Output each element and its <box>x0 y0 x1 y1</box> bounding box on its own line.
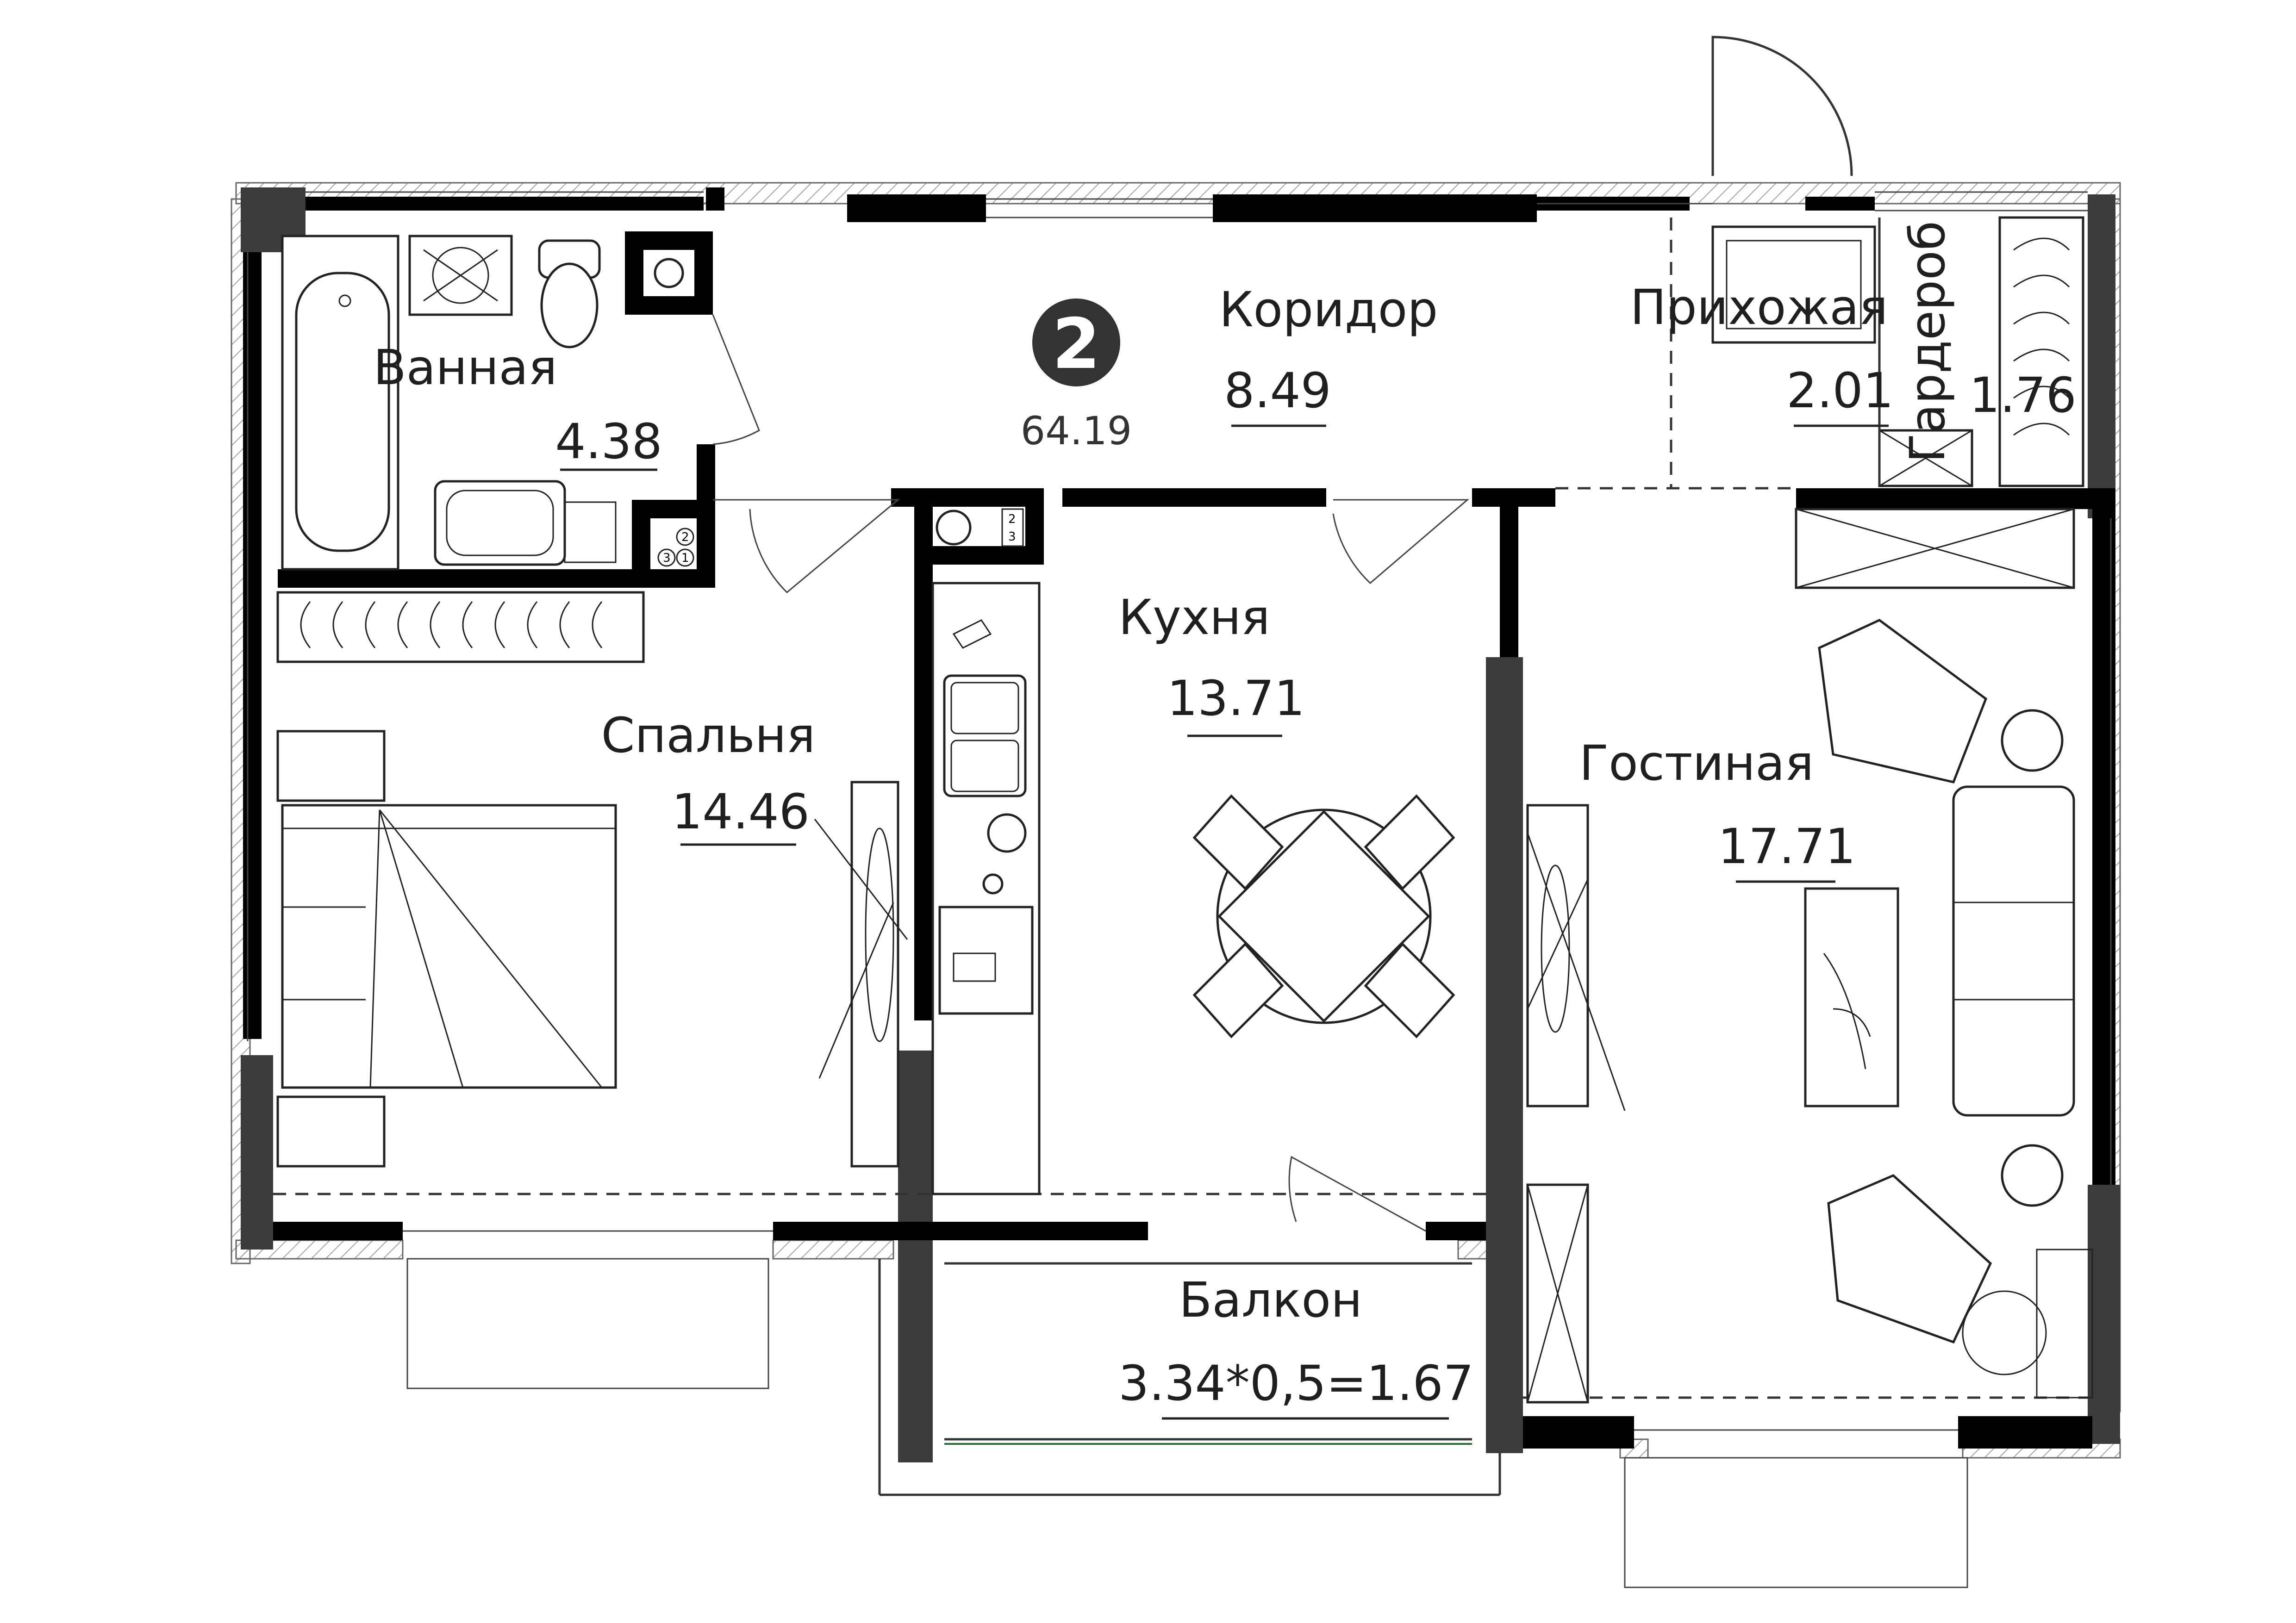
meter-box-kitchen: 2 3 <box>1001 508 1024 547</box>
corridor-area: 8.49 <box>1224 362 1331 419</box>
bedroom-name: Спальня <box>601 707 816 764</box>
bedroom-area: 14.46 <box>672 784 810 840</box>
hallway-name: Прихожая <box>1630 279 1888 336</box>
corridor-name: Коридор <box>1219 281 1438 338</box>
living-name: Гостиная <box>1579 735 1814 791</box>
wardrobe-name: Гардероб <box>1899 221 1956 463</box>
bathroom-area: 4.38 <box>555 413 662 470</box>
unit-badge: 2 64.19 <box>1021 298 1132 454</box>
meter-label-3: 3 <box>663 551 671 565</box>
balcony-name: Балкон <box>1179 1272 1362 1328</box>
living-area: 17.71 <box>1718 818 1856 875</box>
bathroom-name: Ванная <box>373 339 557 396</box>
living-furniture <box>1526 508 2093 1404</box>
meter-box-bath: 2 3 1 <box>657 528 694 567</box>
kitchen-name: Кухня <box>1118 589 1270 646</box>
hallway-area: 2.01 <box>1786 362 1894 419</box>
bathroom-fixtures: 2 3 1 <box>281 235 694 571</box>
kitchen-furniture <box>931 510 1455 1195</box>
meter-label-2: 2 <box>681 530 689 544</box>
zone-dividers <box>273 218 2088 1399</box>
bedroom-furniture <box>276 591 908 1168</box>
walls <box>241 187 2120 1462</box>
meter-label-1: 1 <box>681 551 689 565</box>
dining-chair <box>1192 794 1455 1038</box>
doors <box>712 36 1853 1232</box>
balcony-area: 3.34*0,5=1.67 <box>1118 1355 1474 1412</box>
wardrobe-area: 1.76 <box>1969 367 2077 423</box>
meter-label-kitchen-2: 2 <box>1008 512 1016 526</box>
windows <box>247 191 2112 1588</box>
kitchen-area: 13.71 <box>1167 670 1305 727</box>
hallway-furniture <box>1711 216 2084 487</box>
meter-label-kitchen-3: 3 <box>1008 530 1016 544</box>
total-area: 64.19 <box>1021 408 1132 454</box>
unit-badge-circle <box>1032 298 1120 386</box>
room-labels: Ванная 4.38 Коридор 8.49 Прихожая 2.01 Г… <box>373 221 2077 1420</box>
room-count: 2 <box>1052 304 1100 385</box>
